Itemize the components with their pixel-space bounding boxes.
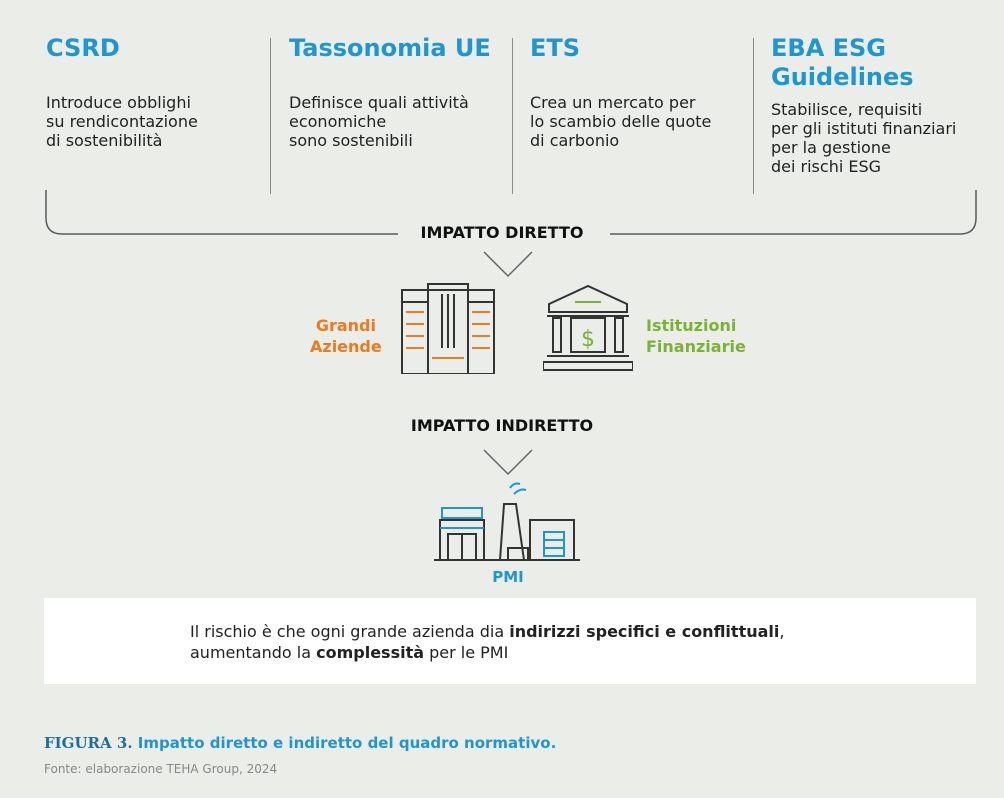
column-divider (512, 38, 513, 194)
description-line: lo scambio delle quote (530, 112, 712, 131)
description-line: Stabilisce, requisiti (771, 100, 923, 119)
title-line: EBA ESG (771, 34, 886, 62)
direct-impact-text: IMPATTO DIRETTO (408, 223, 596, 242)
column-description: Introduce obblighi su rendicontazione di… (46, 93, 261, 150)
column-divider (753, 38, 754, 194)
indirect-arrow-chevron (483, 449, 533, 476)
note-box (44, 598, 976, 684)
bank-icon: $ (543, 284, 633, 371)
column-csrd: CSRD Introduce obblighi su rendicontazio… (46, 34, 261, 150)
note-fragment: aumentando la (190, 643, 317, 662)
note-text: Il rischio è che ogni grande azienda dia… (190, 621, 784, 663)
column-description: Crea un mercato per lo scambio delle quo… (530, 93, 745, 150)
column-title: Tassonomia UE (289, 34, 491, 62)
description-line: di sostenibilità (46, 131, 163, 150)
column-title: CSRD (46, 34, 120, 62)
large-companies-label: Grandi Aziende (310, 315, 382, 357)
column-divider (270, 38, 271, 194)
bracket-right (610, 190, 977, 235)
label-line: Finanziarie (646, 337, 746, 356)
svg-text:$: $ (581, 327, 595, 352)
factory-icon (434, 482, 580, 561)
note-fragment: Il rischio è che ogni grande azienda dia (190, 622, 510, 641)
label-line: Istituzioni (646, 316, 737, 335)
description-line: di carbonio (530, 131, 620, 150)
label-line: Grandi (315, 316, 376, 335)
figure-source: Fonte: elaborazione TEHA Group, 2024 (44, 762, 278, 776)
note-fragment: , (779, 622, 785, 641)
figure-number: FIGURA 3. (44, 734, 133, 752)
office-building-icon (401, 283, 495, 374)
figure-caption: FIGURA 3. Impatto diretto e indiretto de… (44, 734, 556, 752)
note-line-2: aumentando la complessità per le PMI (190, 642, 784, 663)
column-title: EBA ESG Guidelines (771, 34, 986, 92)
description-line: per la gestione (771, 138, 891, 157)
description-line: dei rischi ESG (771, 157, 882, 176)
note-emphasis: indirizzi specifici e conflittuali (509, 622, 780, 641)
description-line: su rendicontazione (46, 112, 198, 131)
note-fragment: per le PMI (424, 643, 509, 662)
column-description: Definisce quali attività economiche sono… (289, 93, 504, 150)
note-emphasis: complessità (316, 643, 425, 662)
description-line: economiche (289, 112, 387, 131)
label-line: Aziende (310, 337, 382, 356)
direct-impact-label: IMPATTO DIRETTO (0, 223, 1004, 242)
figure-title: Impatto diretto e indiretto del quadro n… (137, 734, 557, 752)
description-line: sono sostenibili (289, 131, 413, 150)
column-description: Stabilisce, requisiti per gli istituti f… (771, 100, 986, 176)
title-line: Guidelines (771, 63, 914, 91)
direct-arrow-chevron (483, 251, 533, 278)
column-ets: ETS Crea un mercato per lo scambio delle… (530, 34, 745, 150)
column-tassonomia: Tassonomia UE Definisce quali attività e… (289, 34, 504, 150)
column-eba-esg: EBA ESG Guidelines Stabilisce, requisiti… (771, 34, 986, 176)
description-line: Definisce quali attività (289, 93, 469, 112)
description-line: Crea un mercato per (530, 93, 696, 112)
note-line-1: Il rischio è che ogni grande azienda dia… (190, 621, 784, 642)
description-line: Introduce obblighi (46, 93, 191, 112)
bracket-diagram (45, 190, 977, 476)
sme-label: PMI (492, 568, 524, 586)
bracket-left (45, 190, 398, 235)
indirect-impact-text: IMPATTO INDIRETTO (398, 416, 606, 435)
description-line: per gli istituti finanziari (771, 119, 957, 138)
financial-institutions-label: Istituzioni Finanziarie (646, 315, 746, 357)
column-title: ETS (530, 34, 581, 62)
indirect-impact-label: IMPATTO INDIRETTO (0, 416, 1004, 435)
